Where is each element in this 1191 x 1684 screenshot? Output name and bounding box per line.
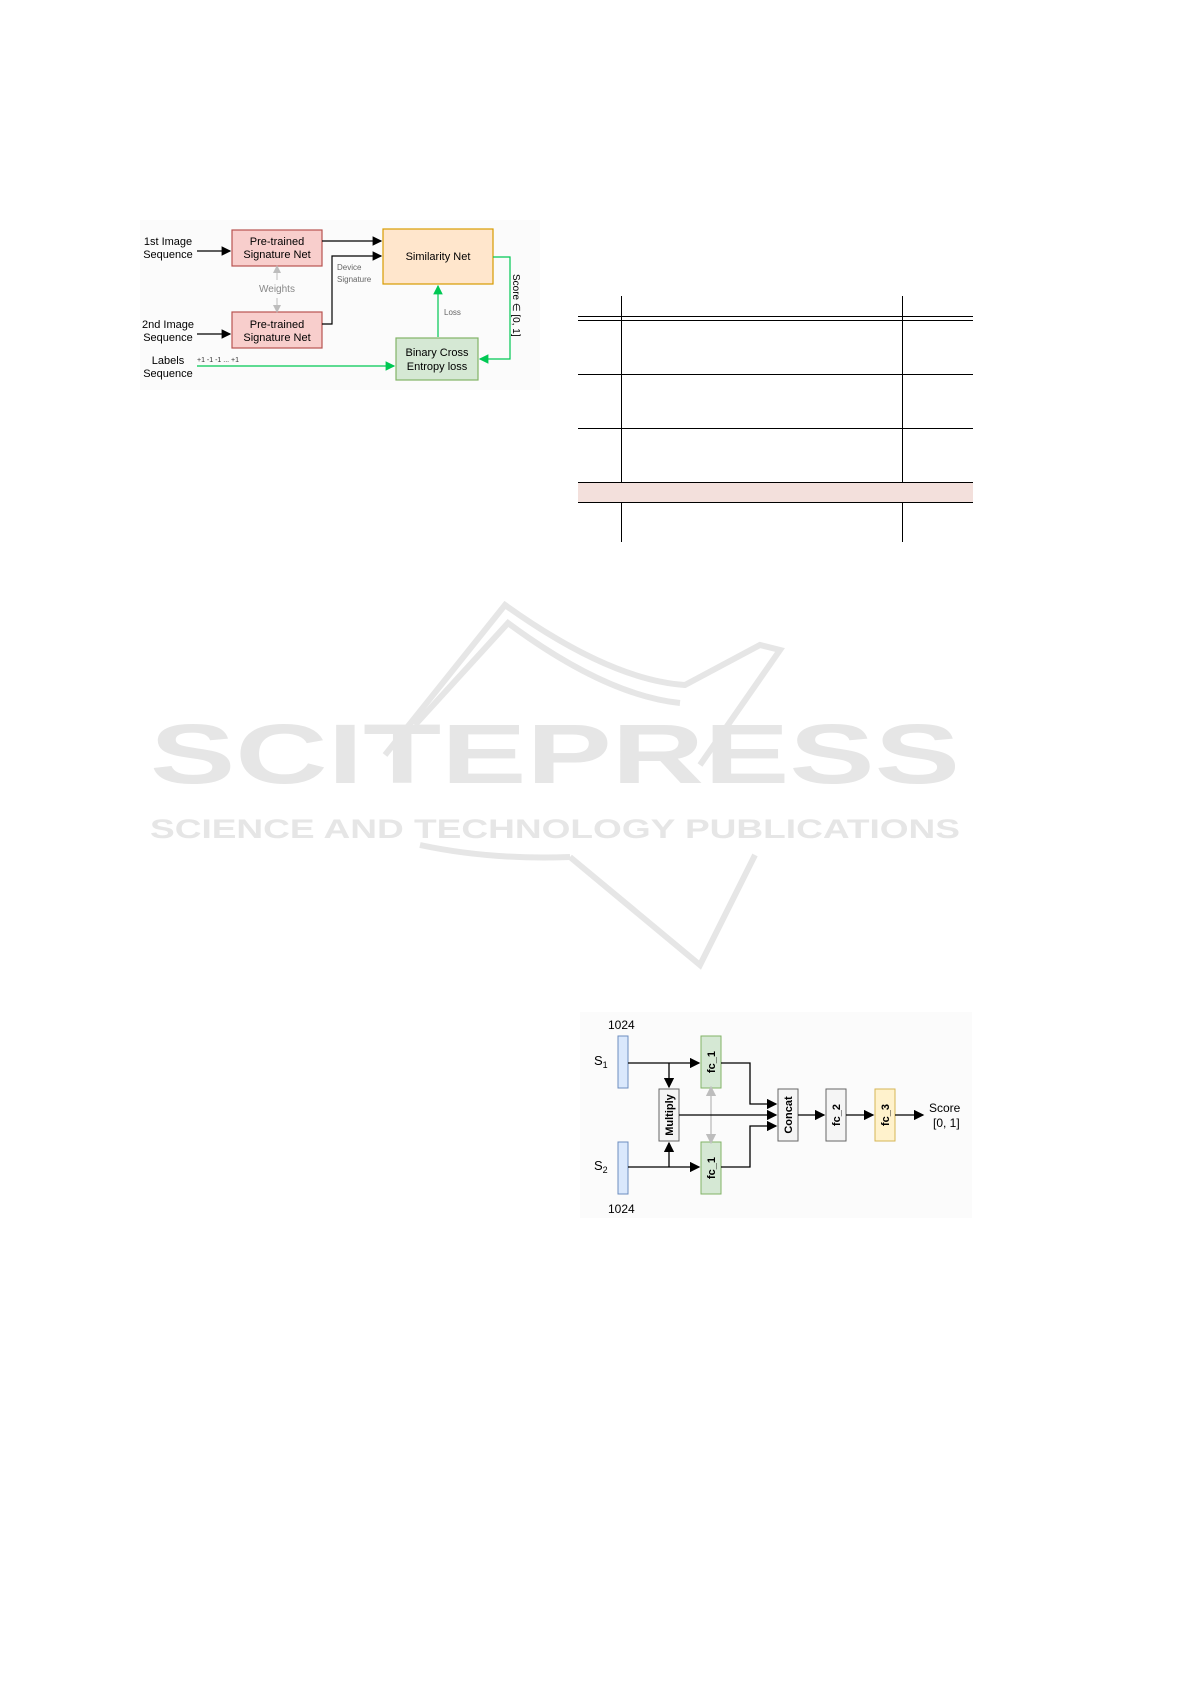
table-column-rule-right <box>902 296 903 542</box>
input-label-labels-line2: Sequence <box>143 368 193 380</box>
signature-net-top-line2: Signature Net <box>243 249 310 261</box>
table-header-rule-top <box>578 316 973 317</box>
input-s2-label: S2 <box>594 1158 608 1175</box>
table-column-rule-left <box>621 296 622 542</box>
score-line2: [0, 1] <box>933 1116 960 1130</box>
label-values: +1 -1 -1 ... +1 <box>197 357 239 364</box>
arrow-fc1-bottom-to-concat <box>721 1120 778 1168</box>
similarity-net-box <box>382 228 494 285</box>
multiply-label: Multiply <box>664 1093 676 1135</box>
bce-loss-box <box>395 337 479 381</box>
bce-loss-line1: Binary Cross <box>406 347 469 359</box>
dim-label-bottom: 1024 <box>608 1202 635 1216</box>
input-label-labels-line1: Labels <box>152 355 185 367</box>
signature-net-top-line1: Pre-trained <box>250 236 304 248</box>
signature-net-bottom-line1: Pre-trained <box>250 319 304 331</box>
arrow-signature-bottom-to-similarity <box>322 251 383 325</box>
input-label-first-line2: Sequence <box>143 249 193 261</box>
fc1-top-label: fc_1 <box>706 1051 718 1073</box>
score-label: Score ∈ [0, 1] <box>510 274 521 337</box>
watermark-book-outline <box>382 600 785 970</box>
input-label-second-line2: Sequence <box>143 332 193 344</box>
table-highlight-row <box>578 482 973 503</box>
similarity-net-label: Similarity Net <box>406 251 471 263</box>
weights-label: Weights <box>259 284 295 295</box>
concat-label: Concat <box>783 1096 795 1134</box>
table-row-rule-1 <box>578 374 973 375</box>
figure-training-pipeline: 1st Image Sequence 2nd Image Sequence La… <box>140 220 540 390</box>
watermark-title: SCITEPRESS <box>150 707 960 801</box>
input-label-first-line1: 1st Image <box>144 236 192 248</box>
bce-loss-line2: Entropy loss <box>407 361 468 373</box>
dim-label-top: 1024 <box>608 1018 635 1032</box>
input-label-second-line1: 2nd Image <box>142 319 194 331</box>
signature-net-bottom-line2: Signature Net <box>243 332 310 344</box>
watermark-subtitle: SCIENCE AND TECHNOLOGY PUBLICATIONS <box>150 814 960 844</box>
input-vector-s2 <box>617 1141 629 1195</box>
fc2-label: fc_2 <box>831 1104 843 1126</box>
arrow-fc1-top-to-concat <box>721 1062 778 1110</box>
device-signature-line2: Signature <box>337 275 372 284</box>
table-header-rule-bottom <box>578 320 973 321</box>
fc3-label: fc_3 <box>880 1104 892 1126</box>
results-table <box>578 296 973 542</box>
device-signature-line1: Device <box>337 263 362 272</box>
figure-similarity-architecture: 1024 1024 S1 S2 Multiply fc_1 fc_1 Conca… <box>580 1012 972 1218</box>
table-row-rule-2 <box>578 428 973 429</box>
publisher-watermark: SCITEPRESS SCIENCE AND TECHNOLOGY PUBLIC… <box>150 600 960 970</box>
signature-net-bottom-box <box>231 311 323 349</box>
loss-label: Loss <box>444 308 461 317</box>
fc1-bottom-label: fc_1 <box>706 1157 718 1179</box>
arrow-score-to-bce <box>478 256 511 364</box>
input-s1-label: S1 <box>594 1053 608 1070</box>
score-line1: Score <box>929 1101 961 1115</box>
input-vector-s1 <box>617 1035 629 1089</box>
